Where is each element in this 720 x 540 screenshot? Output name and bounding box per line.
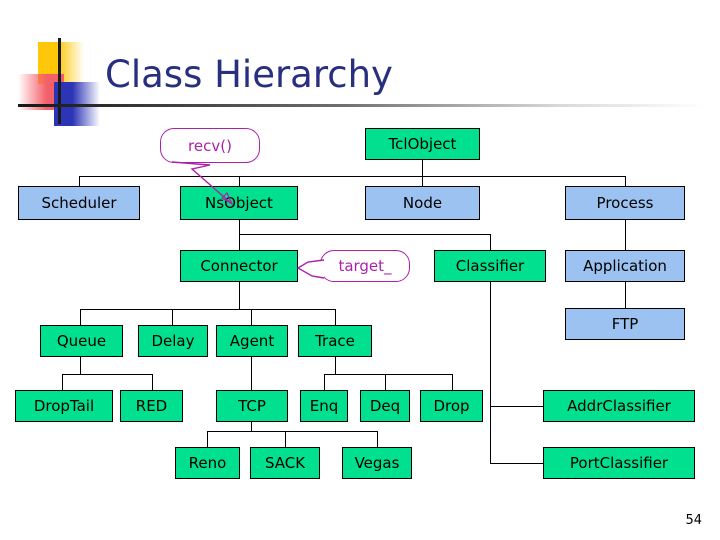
edge-classifier-stem bbox=[490, 282, 491, 463]
class-label: Agent bbox=[229, 331, 275, 350]
class-label: Vegas bbox=[354, 453, 400, 472]
class-label: PortClassifier bbox=[569, 453, 669, 472]
class-box-portclassifier[interactable]: PortClassifier bbox=[543, 447, 695, 479]
edge-to-reno bbox=[207, 431, 208, 447]
class-box-node[interactable]: Node bbox=[365, 186, 480, 220]
edge-to-classifier bbox=[490, 234, 491, 250]
class-box-process[interactable]: Process bbox=[565, 186, 685, 220]
edge-trace-bus bbox=[324, 374, 452, 375]
class-label: Enq bbox=[309, 396, 339, 415]
edge-to-drop bbox=[452, 374, 453, 390]
edge-to-connector bbox=[239, 234, 240, 250]
class-label: Reno bbox=[188, 453, 227, 472]
edge-to-vegas bbox=[377, 431, 378, 447]
edge-to-process bbox=[625, 176, 626, 186]
class-box-vegas[interactable]: Vegas bbox=[342, 447, 412, 479]
edge-nsobject-stem bbox=[239, 220, 240, 234]
edge-to-addrclassifier bbox=[490, 406, 543, 407]
class-box-delay[interactable]: Delay bbox=[138, 325, 208, 357]
edge-to-scheduler bbox=[79, 176, 80, 186]
class-label: Drop bbox=[433, 396, 470, 415]
class-label: Delay bbox=[151, 331, 195, 350]
class-box-connector[interactable]: Connector bbox=[180, 250, 298, 282]
class-label: Deq bbox=[369, 396, 401, 415]
edge-to-deq bbox=[385, 374, 386, 390]
class-box-reno[interactable]: Reno bbox=[175, 447, 240, 479]
class-box-deq[interactable]: Deq bbox=[360, 390, 410, 422]
class-label: NsObject bbox=[205, 193, 273, 212]
callout-label: target_ bbox=[338, 257, 392, 275]
edge-to-red bbox=[152, 374, 153, 390]
class-box-sack[interactable]: SACK bbox=[250, 447, 320, 479]
class-box-agent[interactable]: Agent bbox=[216, 325, 288, 357]
edge-application-to-ftp bbox=[625, 282, 626, 308]
class-box-queue[interactable]: Queue bbox=[40, 325, 123, 357]
edge-to-enq bbox=[324, 374, 325, 390]
class-label: Connector bbox=[200, 256, 278, 275]
edge-connector-stem bbox=[239, 282, 240, 309]
edge-tcp-stem bbox=[251, 422, 252, 431]
class-box-tcp[interactable]: TCP bbox=[216, 390, 288, 422]
edge-agent-to-tcp bbox=[251, 357, 252, 390]
class-label: AddrClassifier bbox=[567, 396, 671, 415]
class-label: Scheduler bbox=[41, 193, 117, 212]
edge-tcp-bus bbox=[207, 431, 377, 432]
edge-to-delay bbox=[172, 309, 173, 325]
logo-cross-vertical bbox=[58, 38, 61, 124]
edge-to-sack bbox=[285, 431, 286, 447]
callout-target-tail bbox=[296, 259, 325, 279]
class-label: Queue bbox=[56, 331, 107, 350]
callout-recv-tail bbox=[171, 161, 234, 206]
class-box-red[interactable]: RED bbox=[120, 390, 183, 422]
page-number: 54 bbox=[685, 513, 702, 528]
edge-to-portclassifier bbox=[490, 463, 543, 464]
edge-to-agent bbox=[251, 309, 252, 325]
class-box-tclobject[interactable]: TclObject bbox=[365, 128, 480, 160]
edge-to-nsobject bbox=[239, 176, 240, 186]
class-label: Process bbox=[596, 193, 654, 212]
class-label: Node bbox=[402, 193, 443, 212]
edge-to-droptail bbox=[62, 374, 63, 390]
class-label: SACK bbox=[264, 453, 306, 472]
page-title: Class Hierarchy bbox=[105, 53, 393, 96]
class-box-drop[interactable]: Drop bbox=[420, 390, 483, 422]
edge-to-queue bbox=[80, 309, 81, 325]
class-label: TclObject bbox=[388, 134, 457, 153]
edge-to-trace bbox=[335, 309, 336, 325]
title-underline-rule bbox=[32, 104, 708, 107]
edge-tclobject-stem bbox=[422, 160, 423, 176]
callout-label: recv() bbox=[188, 136, 232, 155]
edge-row2-bus bbox=[79, 176, 626, 177]
class-label: RED bbox=[135, 396, 168, 415]
callout-recv[interactable]: recv() bbox=[160, 128, 260, 163]
edge-queue-bus bbox=[62, 374, 152, 375]
class-box-addrclassifier[interactable]: AddrClassifier bbox=[543, 390, 695, 422]
class-box-enq[interactable]: Enq bbox=[300, 390, 348, 422]
edge-process-to-application bbox=[625, 220, 626, 250]
edge-queue-stem bbox=[80, 357, 81, 374]
class-box-scheduler[interactable]: Scheduler bbox=[18, 186, 140, 220]
edge-row4-bus bbox=[80, 309, 335, 310]
callout-target[interactable]: target_ bbox=[320, 250, 410, 282]
class-label: TCP bbox=[238, 396, 266, 415]
class-box-classifier[interactable]: Classifier bbox=[434, 250, 546, 282]
class-label: Classifier bbox=[455, 256, 525, 275]
edge-trace-stem bbox=[335, 357, 336, 374]
class-label: Trace bbox=[315, 331, 355, 350]
class-label: FTP bbox=[611, 314, 639, 333]
class-box-droptail[interactable]: DropTail bbox=[15, 390, 113, 422]
class-label: DropTail bbox=[33, 396, 95, 415]
class-box-ftp[interactable]: FTP bbox=[565, 308, 685, 340]
class-box-application[interactable]: Application bbox=[565, 250, 685, 282]
class-label: Application bbox=[583, 256, 667, 275]
class-box-trace[interactable]: Trace bbox=[298, 325, 372, 357]
class-box-nsobject[interactable]: NsObject bbox=[180, 186, 298, 220]
edge-to-node bbox=[422, 176, 423, 186]
edge-row3-bus bbox=[239, 234, 491, 235]
